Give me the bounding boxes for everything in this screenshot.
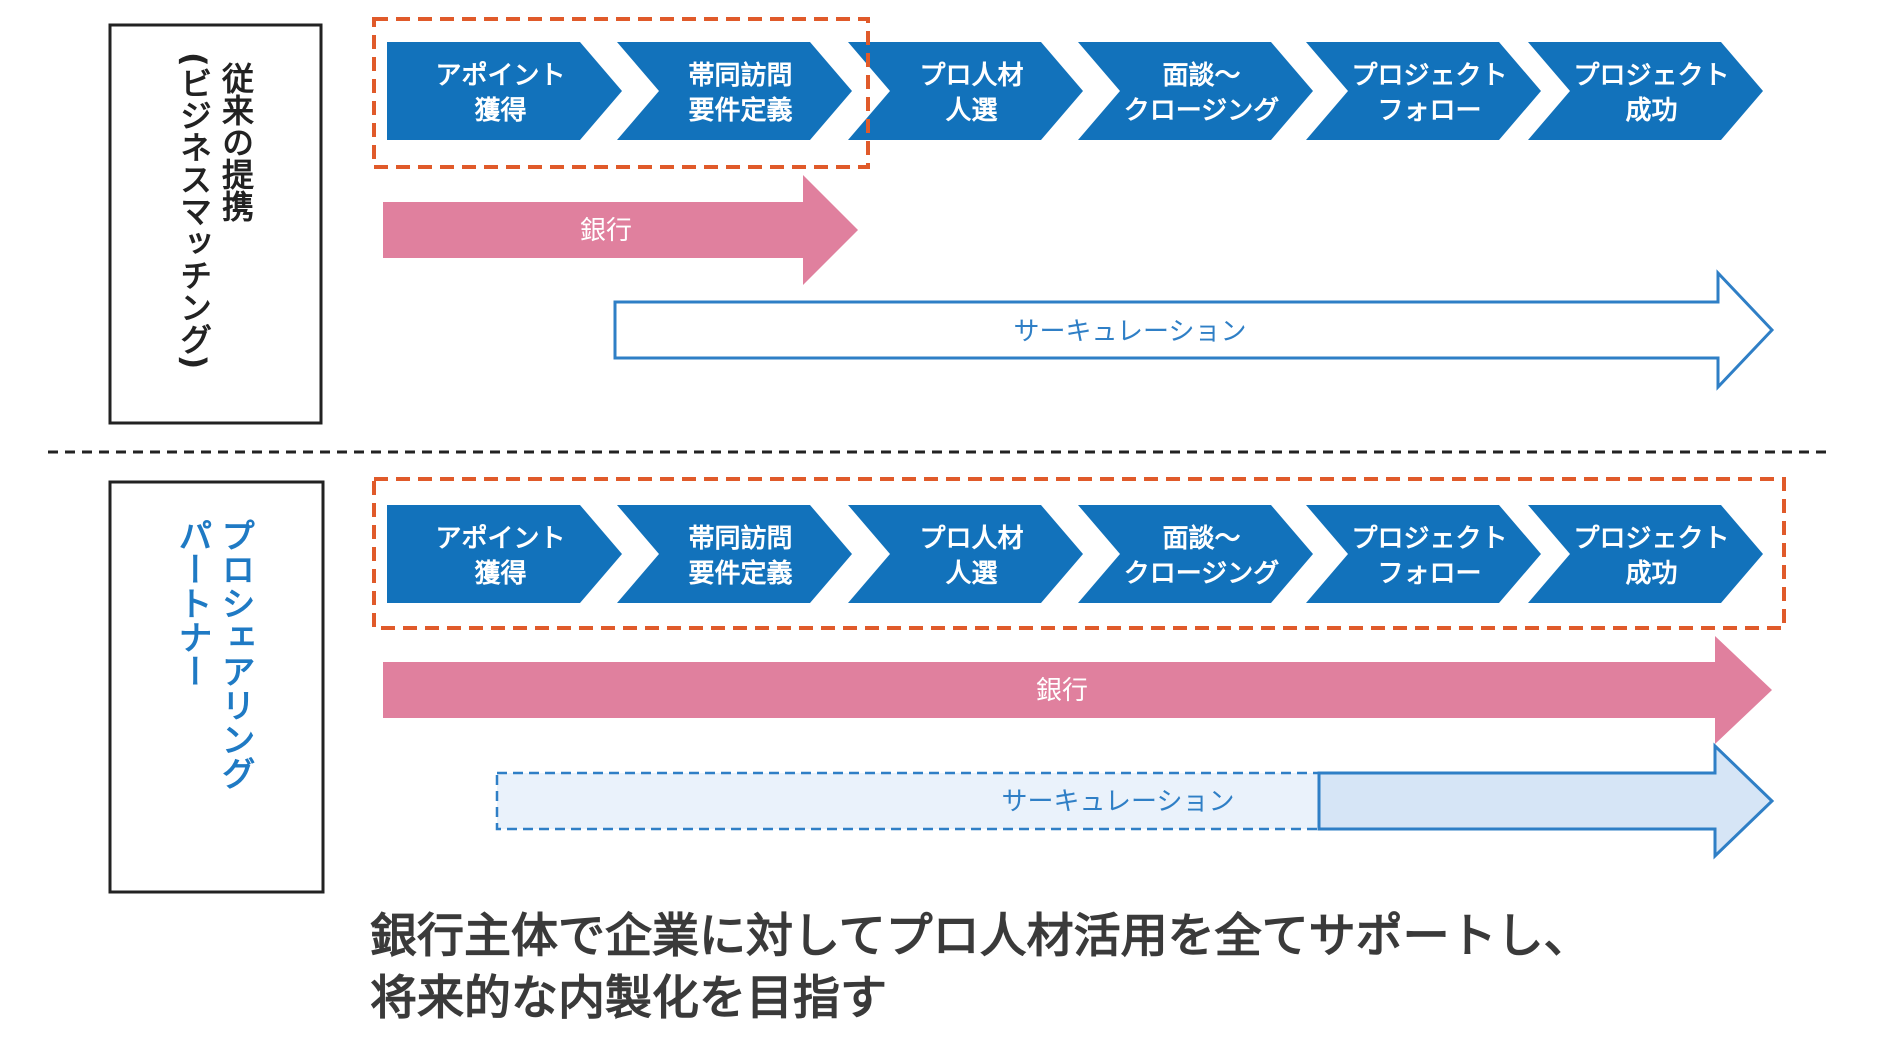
bank-arrow-shape: [383, 636, 1772, 744]
caption-line1: 銀行主体で企業に対してプロ人材活用を全てサポートし、: [370, 909, 1591, 964]
process-step-chevron: [848, 505, 1083, 603]
process-step-label-1: 面談〜: [1162, 60, 1240, 91]
process-step-label-2: 獲得: [474, 559, 526, 589]
process-step-label-1: プロ人材: [919, 524, 1023, 554]
process-step-label-2: フォロー: [1377, 96, 1481, 126]
traditional-label-box: [108, 23, 323, 425]
process-step-label-2: 人選: [945, 96, 997, 126]
process-step-label-2: 成功: [1625, 96, 1677, 126]
process-step-label-1: 面談〜: [1162, 523, 1240, 554]
process-step-chevron: [617, 42, 852, 140]
process-step-label-1: プロ人材: [919, 61, 1023, 91]
traditional-circulation-arrow: サーキュレーション: [613, 269, 1775, 391]
partner-bank-scope-highlight: [372, 477, 1786, 630]
traditional-section: 従来の提携 (ビジネスマッチング) アポイント獲得帯同訪問要件定義プロ人材人選面…: [108, 17, 1775, 425]
caption-line2: 将来的な内製化を目指す: [370, 971, 887, 1026]
circulation-arrow-shape: [613, 269, 1775, 391]
partner-section: プロシェアリング パートナー アポイント獲得帯同訪問要件定義プロ人材人選面談〜ク…: [108, 477, 1786, 894]
process-step-label-2: 人選: [945, 559, 997, 589]
process-step-label-2: 要件定義: [688, 95, 792, 126]
partner-process-flow: アポイント獲得帯同訪問要件定義プロ人材人選面談〜クロージングプロジェクトフォロー…: [387, 505, 1763, 603]
partner-bank-arrow: 銀行: [383, 636, 1772, 744]
process-step-label-1: プロジェクト: [1351, 61, 1507, 91]
circulation-arrow-label: サーキュレーション: [1002, 787, 1235, 817]
process-step: 面談〜クロージング: [1078, 505, 1313, 603]
process-step-label-1: プロジェクト: [1351, 524, 1507, 554]
bank-arrow-label: 銀行: [1036, 676, 1088, 706]
partner-label-line2: パートナー: [172, 518, 212, 688]
process-step-label-2: 成功: [1625, 559, 1677, 589]
process-step-chevron: [1528, 42, 1763, 140]
traditional-label-main: 従来の提携: [217, 62, 255, 222]
process-step-chevron: [1528, 505, 1763, 603]
process-step-label-2: フォロー: [1377, 559, 1481, 589]
partner-label-line1: プロシェアリング: [215, 518, 255, 790]
traditional-bank-scope-highlight: [372, 17, 870, 169]
process-step-label-1: アポイント: [435, 60, 565, 91]
circulation-arrow-shape: [1317, 742, 1775, 860]
process-step-label-1: プロジェクト: [1573, 524, 1729, 554]
process-step-label-1: 帯同訪問: [688, 60, 792, 91]
traditional-label-sub: (ビジネスマッチング): [175, 52, 213, 369]
bank-arrow-shape: [383, 175, 858, 285]
process-step-chevron: [848, 42, 1083, 140]
traditional-bank-arrow: 銀行: [383, 175, 858, 285]
process-step-label-2: クロージング: [1124, 96, 1279, 126]
process-step-chevron: [1306, 505, 1541, 603]
process-step-label-1: アポイント: [435, 523, 565, 554]
process-step-label-1: 帯同訪問: [688, 523, 792, 554]
process-step-chevron: [387, 505, 622, 603]
summary-caption: 銀行主体で企業に対してプロ人材活用を全てサポートし、 将来的な内製化を目指す: [370, 906, 1770, 1030]
traditional-process-flow: アポイント獲得帯同訪問要件定義プロ人材人選面談〜クロージングプロジェクトフォロー…: [387, 42, 1763, 140]
process-step-label-1: プロジェクト: [1573, 61, 1729, 91]
process-step-chevron: [1306, 42, 1541, 140]
circulation-arrow-label: サーキュレーション: [1014, 317, 1247, 347]
circulation-support-band: [495, 771, 1321, 831]
process-step: 面談〜クロージング: [1078, 42, 1313, 140]
process-step-label-2: 要件定義: [688, 558, 792, 589]
bank-arrow-label: 銀行: [580, 216, 632, 246]
process-step-chevron: [387, 42, 622, 140]
process-step-chevron: [1078, 505, 1313, 603]
process-step-chevron: [617, 505, 852, 603]
process-step-label-2: クロージング: [1124, 559, 1279, 589]
partner-circulation-arrow: サーキュレーション: [495, 742, 1775, 860]
process-step-chevron: [1078, 42, 1313, 140]
partner-label-box: [108, 480, 325, 894]
process-step-label-2: 獲得: [474, 96, 526, 126]
